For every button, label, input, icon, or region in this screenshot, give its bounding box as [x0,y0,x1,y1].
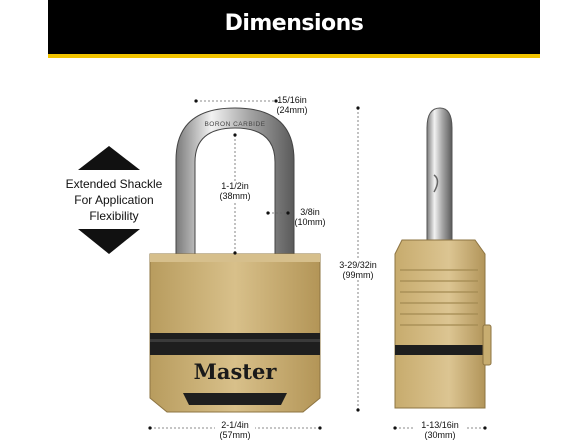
dim-body-width-metric: (57mm) [219,430,251,440]
dim-shackle-clearance-metric: (38mm) [219,191,251,201]
dim-shackle-width-metric: (24mm) [276,105,308,115]
arrow-down-icon [78,229,140,254]
dim-shackle-diameter-imperial: 3/8in [300,207,320,217]
dim-body-width: 2-1/4in (57mm) [215,420,255,440]
brand-logo: Master [194,359,278,384]
page-title: Dimensions [224,11,364,36]
front-shackle [175,107,295,256]
arrow-up-icon [78,146,140,170]
front-body-top-edge [150,254,320,262]
side-lock-body [394,239,486,409]
feature-line-1: Extended Shackle [65,177,163,191]
dimension-endpoints [148,99,487,430]
dim-body-depth: 1-13/16in (30mm) [414,420,466,440]
front-body-foot [183,393,287,405]
header-bar [48,0,540,54]
side-body-ridges [400,269,478,326]
dim-overall-height-metric: (99mm) [342,270,374,280]
front-dial-band-highlight [150,339,320,342]
front-dial-band [150,333,320,355]
feature-line-2: For Application [74,193,154,207]
dim-shackle-clearance-imperial: 1-1/2in [221,181,249,191]
side-dial-band [395,345,485,355]
header-accent-stripe [48,54,540,58]
dim-overall-height: 3-29/32in (99mm) [334,260,382,280]
shackle-engraving: BORON CARBIDE [204,121,265,128]
dim-shackle-diameter-metric: (10mm) [294,217,326,227]
dim-shackle-diameter: 3/8in (10mm) [292,207,328,227]
feature-line-3: Flexibility [89,209,139,223]
dim-overall-height-imperial: 3-29/32in [339,260,377,270]
dim-shackle-width-imperial: 15/16in [277,95,307,105]
dim-body-depth-imperial: 1-13/16in [421,420,459,430]
dim-body-width-imperial: 2-1/4in [221,420,249,430]
side-dial-knob [482,324,492,366]
side-shackle [426,107,453,259]
side-shackle-groove [433,174,439,193]
dim-body-depth-metric: (30mm) [424,430,456,440]
dim-shackle-width: 15/16in (24mm) [272,95,312,115]
dim-shackle-clearance: 1-1/2in (38mm) [214,181,256,201]
